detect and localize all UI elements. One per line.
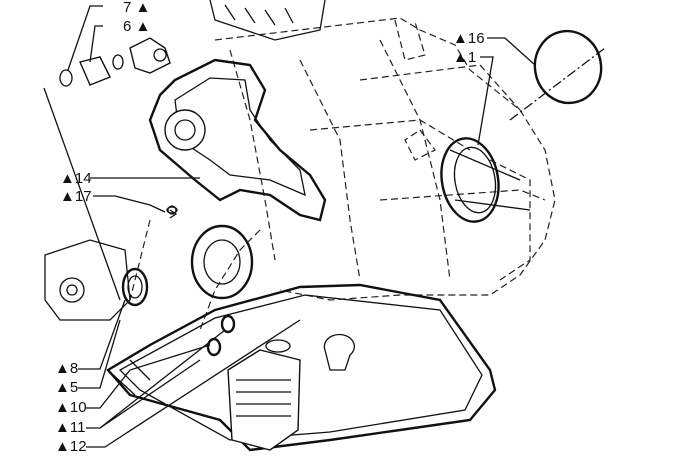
cylinder-head-part — [209, 0, 326, 41]
callout-14: ▲14 — [60, 170, 92, 187]
callout-16: ▲16 — [453, 30, 485, 47]
crankshaft-seal-1 — [440, 137, 531, 223]
leader-lines — [43, 5, 536, 448]
callout-12: ▲12 — [55, 438, 87, 455]
front-cover — [167, 205, 254, 300]
callout-10: ▲10 — [55, 399, 87, 416]
engine-block-outline — [129, 17, 556, 331]
callout-7: 7 ▲ — [123, 0, 151, 16]
water-pump-gasket — [148, 58, 327, 222]
callout-5: ▲5 — [55, 379, 79, 396]
callout-11: ▲11 — [55, 419, 86, 436]
left-housing — [44, 239, 149, 321]
thermostat-parts — [59, 37, 171, 87]
oil-pan-gasket — [106, 283, 497, 452]
callout-17: ▲17 — [60, 188, 92, 205]
oil-filter-housing — [227, 333, 355, 451]
callout-6: 6 ▲ — [123, 18, 151, 35]
callout-1: ▲1 — [453, 49, 477, 66]
small-o-rings — [166, 206, 291, 357]
o-ring-16 — [509, 29, 606, 121]
callout-8: ▲8 — [55, 360, 79, 377]
